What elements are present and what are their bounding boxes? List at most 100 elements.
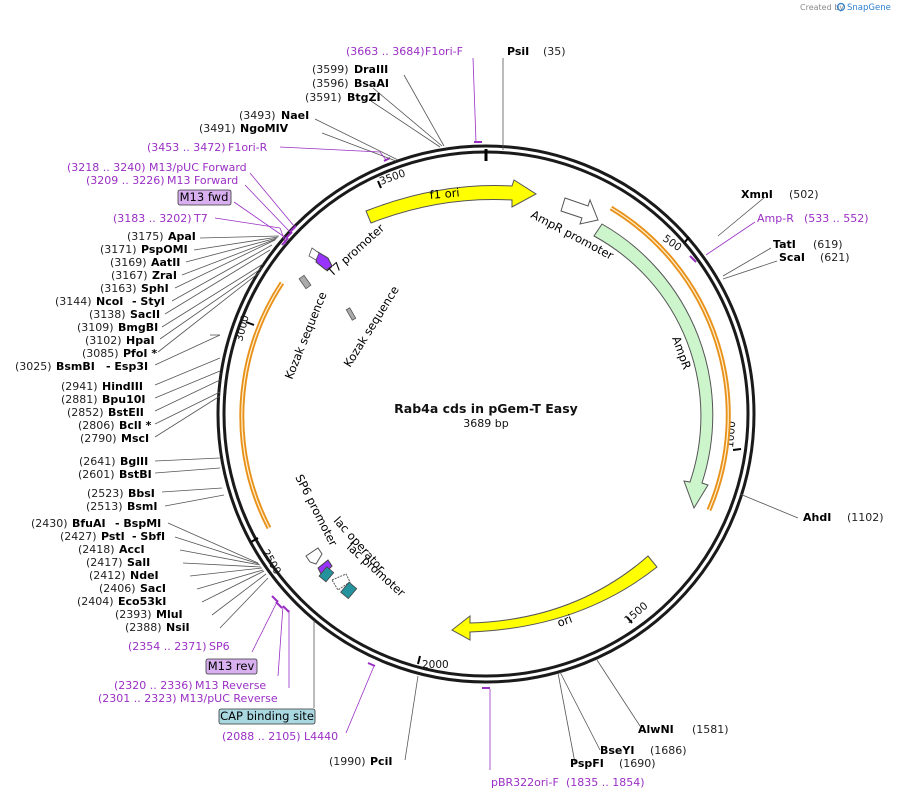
label-pspfi-pos: (1690): [619, 757, 656, 770]
label-esp3i-name: - Esp3I: [106, 360, 148, 373]
label-sacii-name: SacII: [130, 308, 160, 321]
label-tati-name: TatI: [773, 238, 796, 251]
label-m13-rev-pos: (2320 .. 2336): [114, 679, 193, 692]
label-eco53ki-name: Eco53kI: [118, 595, 166, 608]
t7-promoter-label: T7 promoter: [324, 221, 387, 280]
label-bsteii-name: BstEII: [108, 406, 144, 419]
label-bstbi-pos: (2601): [78, 468, 115, 481]
label-bsaai-pos: (3596): [312, 77, 349, 90]
label-f1ori-f-name: F1ori-F: [425, 45, 463, 58]
label-m13-fwd-name: M13 Forward: [167, 174, 238, 187]
label-ngomiv-pos: (3491): [199, 122, 236, 135]
leader-lines-top: [214, 57, 477, 245]
label-ampr-primer-pos: (533 .. 552): [804, 212, 869, 225]
label-bbsi-name: BbsI: [128, 487, 155, 500]
label-bsmi-pos: (2513): [86, 500, 123, 513]
label-f1ori-f-pos: (3663 .. 3684): [346, 45, 425, 58]
label-tati-pos: (619): [813, 238, 843, 251]
label-bglii-pos: (2641): [79, 455, 116, 468]
ampr-promoter-arrow: [560, 197, 599, 225]
label-draiii-name: DraIII: [354, 63, 388, 76]
kozak-box-2: [345, 307, 357, 321]
label-btgzi-name: BtgZI: [347, 91, 381, 104]
tick-500: [684, 236, 690, 243]
label-sali-pos: (2417): [86, 556, 123, 569]
label-zrai-name: ZraI: [152, 269, 177, 282]
label-sp6-name: SP6: [209, 640, 230, 653]
label-nsii-name: NsiI: [166, 621, 190, 634]
label-aatii-pos: (3169): [110, 256, 147, 269]
label-nsii-pos: (2388): [125, 621, 162, 634]
cap-binding-site-box: [218, 708, 316, 725]
tick-3000: [245, 321, 255, 326]
snapgene-brand: SnapGene: [847, 3, 891, 13]
label-pfoi-name: PfoI *: [123, 347, 157, 360]
kozak-label-1: Kozak sequence: [282, 290, 330, 381]
label-m13puc-rev-pos: (2301 .. 2323): [98, 692, 177, 705]
label-ahdi-pos: (1102): [847, 511, 884, 524]
lac-operator-box: [318, 566, 335, 583]
plasmid-name: Rab4a cds in pGem-T Easy: [394, 401, 578, 416]
label-t7-pos: (3183 .. 3202): [113, 212, 192, 225]
label-hindiii-name: HindIII: [102, 380, 143, 393]
label-msci-pos: (2790): [80, 432, 117, 445]
label-l4440-pos: (2088 .. 2105): [222, 730, 301, 743]
label-bmgbi-pos: (3109): [77, 321, 114, 334]
m13-rev-feature: [317, 559, 333, 577]
backbone-outer-ring: [216, 144, 756, 684]
tick-2500: [250, 537, 259, 543]
label-pfoi-pos: (3085): [82, 347, 119, 360]
tick-marks: [245, 180, 742, 665]
label-sp6-pos: (2354 .. 2371): [128, 640, 207, 653]
label-xmni-name: XmnI: [741, 188, 773, 201]
t7-site-box: [308, 247, 320, 261]
label-t7-name: T7: [193, 212, 208, 225]
sp6-promoter-label: SP6 promoter: [292, 472, 340, 549]
cap-site-box: [340, 581, 358, 600]
label-pspfi-name: PspFI: [570, 757, 604, 770]
tick-label-3500: 3500: [378, 167, 407, 187]
kozak-label-2: Kozak sequence: [341, 283, 402, 369]
kozak-box-1: [298, 274, 312, 290]
label-bstbi-name: BstBI: [119, 468, 152, 481]
tick-1500: [626, 616, 633, 624]
label-psti-name: PstI: [101, 530, 125, 543]
label-pspomi-name: PspOMI: [141, 243, 188, 256]
label-ndei-name: NdeI: [130, 569, 159, 582]
ori-arrow: [451, 555, 658, 641]
label-sacii-pos: (3138): [89, 308, 126, 321]
label-xmni-pos: (502): [789, 188, 819, 201]
label-m13-rev-name: M13 Reverse: [195, 679, 266, 692]
label-ncoi-name: NcoI: [96, 295, 123, 308]
label-sphi-pos: (3163): [100, 282, 137, 295]
label-hpai-name: HpaI: [126, 334, 155, 347]
label-bcli-pos: (2806): [78, 419, 115, 432]
f1-ori-label: f1 ori: [429, 185, 460, 202]
label-pcii-pos: (1990): [329, 755, 366, 768]
label-naei-name: NaeI: [281, 109, 309, 122]
label-bseyi-pos: (1686): [650, 744, 687, 757]
orange-arc-ampr-inner: [610, 207, 729, 511]
label-bfuai-name: BfuAI: [72, 517, 106, 530]
label-aatii-name: AatII: [151, 256, 180, 269]
tick-1000: [732, 448, 742, 451]
label-bsteii-pos: (2852): [67, 406, 104, 419]
label-bsaai-name: BsaAI: [354, 77, 389, 90]
label-ngomiv-name: NgoMIV: [240, 122, 289, 135]
label-acci-name: AccI: [119, 543, 145, 556]
lac-promoter-arrow: [331, 573, 351, 591]
label-saci-name: SacI: [140, 582, 166, 595]
m13-rev-label: M13 rev: [208, 659, 255, 673]
label-f1ori-r-pos: (3453 .. 3472): [147, 141, 226, 154]
label-bsmbi-name: BsmBI: [56, 360, 95, 373]
f1-ori-arrow: [365, 179, 537, 224]
label-hindiii-pos: (2941): [61, 380, 98, 393]
m13-fwd-box: [177, 189, 232, 206]
label-btgzi-pos: (3591): [305, 91, 342, 104]
plasmid-size: 3689 bp: [463, 417, 508, 430]
label-zrai-pos: (3167): [111, 269, 148, 282]
label-m13-fwd-pos: (3209 .. 3226): [86, 174, 165, 187]
sp6-promoter-arrow: [305, 547, 323, 565]
label-saci-pos: (2406): [99, 582, 136, 595]
